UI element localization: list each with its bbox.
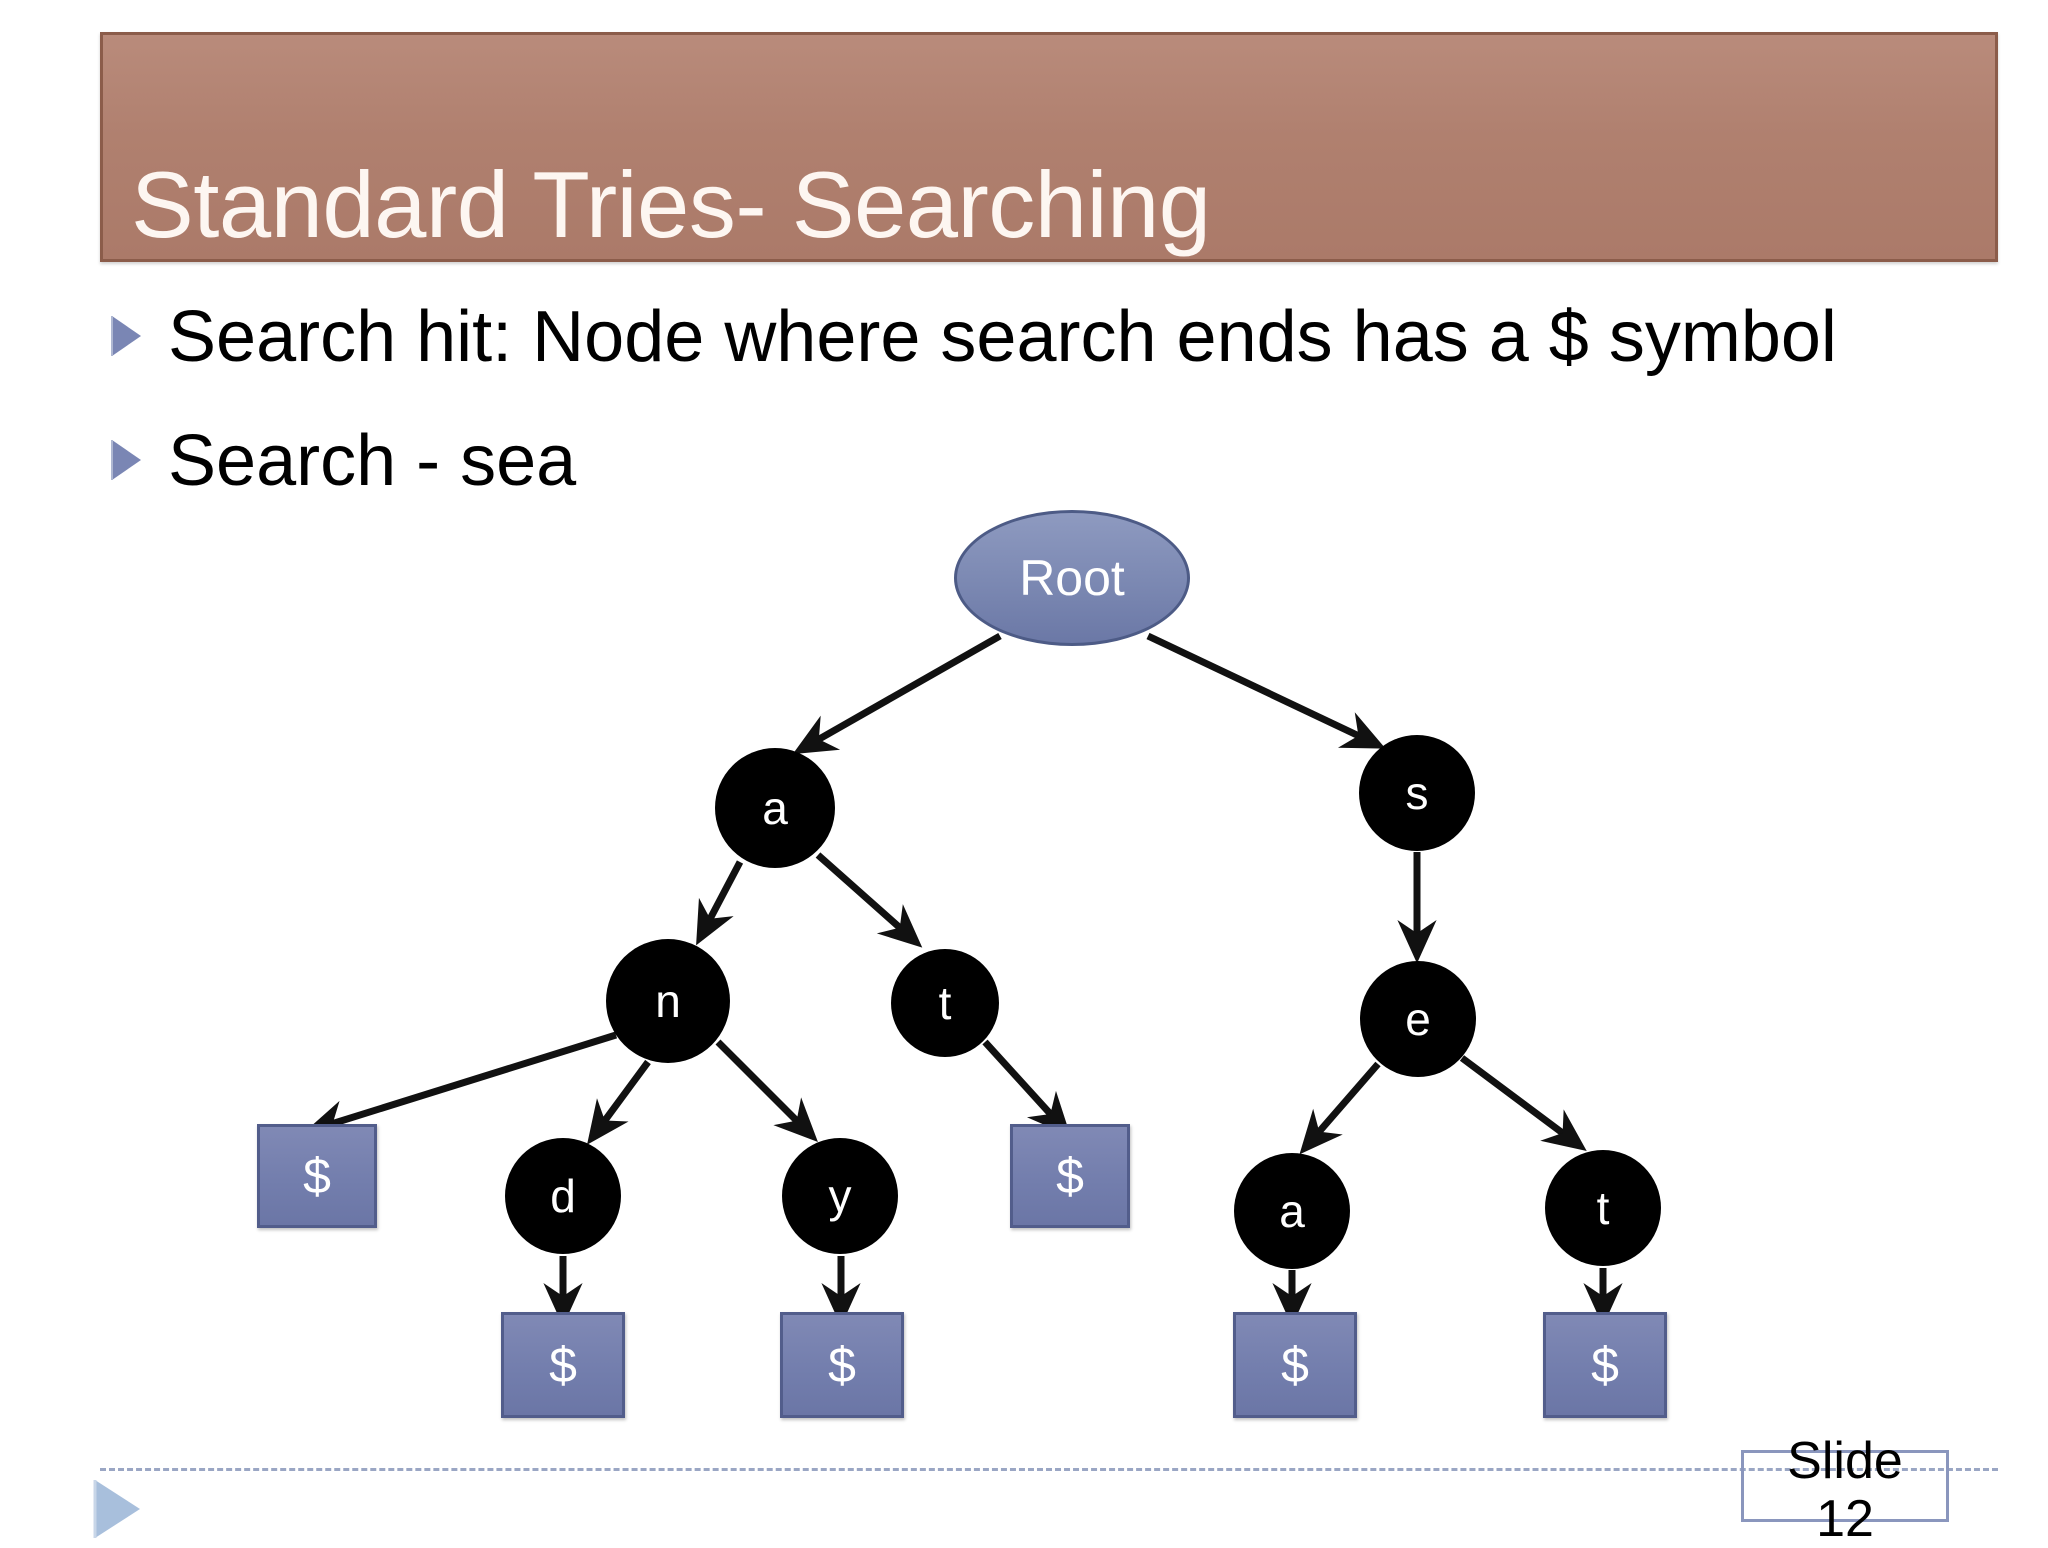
trie-node-box1: $ <box>257 1124 377 1228</box>
trie-node-label: n <box>655 975 681 1027</box>
triangle-footer-icon <box>92 1478 144 1540</box>
bullet-text: Search - sea <box>168 421 577 501</box>
page-title: Standard Tries- Searching <box>131 152 1211 258</box>
trie-node-label: Root <box>1019 550 1125 606</box>
trie-node-box6: $ <box>1543 1312 1667 1418</box>
trie-node-box5: $ <box>1233 1312 1357 1418</box>
trie-edge-n1-to-y1 <box>715 1039 818 1142</box>
trie-node-box3: $ <box>501 1312 625 1418</box>
triangle-bullet-icon <box>110 439 144 481</box>
slide-title-banner: Standard Tries- Searching <box>100 32 1998 262</box>
trie-node-a1: a <box>715 748 835 868</box>
trie-node-box2: $ <box>1010 1124 1130 1228</box>
trie-node-label: $ <box>549 1337 577 1393</box>
trie-edge-root-to-s1 <box>1146 632 1386 749</box>
bullet-item: Search hit: Node where search ends has a… <box>110 285 1960 391</box>
trie-edge-e1-to-a2 <box>1299 1061 1381 1155</box>
trie-node-label: t <box>938 977 952 1029</box>
bullet-text: Search hit: Node where search ends has a… <box>168 297 1837 377</box>
trie-edge-t1-to-box2 <box>982 1039 1071 1137</box>
slide-number-box <box>1741 1450 1949 1522</box>
trie-node-label: y <box>828 1170 852 1222</box>
trie-node-label: t <box>1596 1182 1610 1234</box>
trie-node-y1: y <box>782 1138 898 1254</box>
bullet-list: Search hit: Node where search ends has a… <box>110 285 1960 533</box>
trie-edge-e1-to-t2 <box>1459 1055 1587 1152</box>
trie-edge-root-to-a1 <box>792 632 1002 755</box>
trie-node-label: d <box>550 1170 576 1222</box>
trie-node-n1: n <box>606 939 730 1063</box>
trie-node-label: $ <box>303 1148 331 1204</box>
trie-node-label: $ <box>828 1337 856 1393</box>
trie-node-label: $ <box>1281 1337 1309 1393</box>
trie-node-d1: d <box>505 1138 621 1254</box>
trie-node-a2: a <box>1234 1153 1350 1269</box>
bullet-item: Search - sea <box>110 409 1960 515</box>
trie-node-label: a <box>1279 1185 1305 1237</box>
trie-node-t1: t <box>891 949 999 1057</box>
trie-node-s1: s <box>1359 735 1475 851</box>
footer-divider <box>100 1468 1998 1471</box>
trie-node-root: Root <box>954 510 1190 646</box>
trie-node-label: e <box>1405 993 1431 1045</box>
trie-node-box4: $ <box>780 1312 904 1418</box>
trie-node-t2: t <box>1545 1150 1661 1266</box>
trie-node-label: s <box>1405 767 1429 819</box>
trie-node-label: $ <box>1056 1148 1084 1204</box>
trie-edge-n1-to-d1 <box>587 1059 651 1145</box>
trie-edge-a1-to-t1 <box>815 852 923 948</box>
triangle-bullet-icon <box>110 315 144 357</box>
slide-number-label: Slide 12 <box>1787 1432 1903 1548</box>
trie-node-e1: e <box>1360 961 1476 1077</box>
trie-node-label: $ <box>1591 1337 1619 1393</box>
trie-edge-n1-to-box1 <box>303 1031 618 1139</box>
trie-edge-a1-to-n1 <box>696 860 744 946</box>
trie-node-label: a <box>762 782 788 834</box>
